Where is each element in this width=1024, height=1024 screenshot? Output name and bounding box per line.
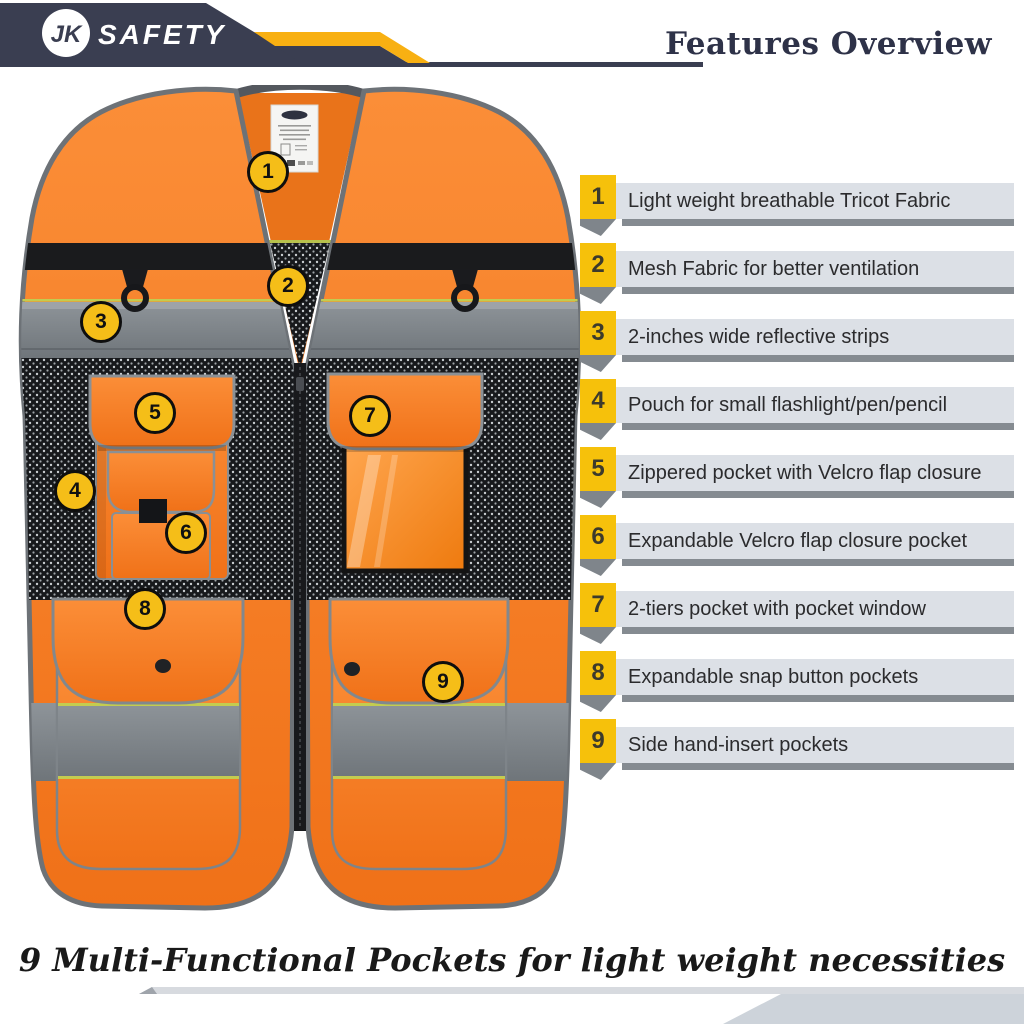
feature-number-badge: 1 (580, 175, 616, 219)
snap-button (344, 662, 360, 676)
feature-label-bar: Light weight breathable Tricot Fabric (616, 183, 1014, 219)
feature-number-badge: 4 (580, 379, 616, 423)
feature-label-bar: Side hand-insert pockets (616, 727, 1014, 763)
webbing-strip-left (21, 243, 294, 270)
ribbon-fold (580, 287, 616, 304)
band-seam (21, 348, 294, 350)
ribbon-fold (580, 627, 616, 644)
ribbon-fold (580, 219, 616, 236)
feature-number-badge: 6 (580, 515, 616, 559)
feature-row: 6 Expandable Velcro flap closure pocket (580, 515, 1014, 577)
callout-circle-7: 7 (349, 395, 391, 437)
feature-row: 3 2-inches wide reflective strips (580, 311, 1014, 373)
callout-circle-8: 8 (124, 588, 166, 630)
ribbon-fold (580, 763, 616, 780)
ribbon-shadow (622, 355, 1014, 362)
feature-number-badge: 9 (580, 719, 616, 763)
pocket-window (341, 442, 469, 574)
title-underline (0, 62, 703, 67)
ribbon-shadow (622, 763, 1014, 770)
callout-circle-6: 6 (165, 512, 207, 554)
ribbon-fold (580, 423, 616, 440)
band-highlight (21, 302, 294, 309)
footer-band (139, 987, 1024, 994)
feature-label-bar: 2-inches wide reflective strips (616, 319, 1014, 355)
ribbon-shadow (622, 423, 1014, 430)
feature-label-bar: Pouch for small flashlight/pen/pencil (616, 387, 1014, 423)
snap-button (155, 659, 171, 673)
seam-line-left (21, 299, 294, 302)
footer-ribbon (139, 987, 1024, 1024)
ribbon-shadow (622, 559, 1014, 566)
callout-circle-4: 4 (54, 470, 96, 512)
page-title: Features Overview (664, 26, 992, 62)
ribbon-fold (580, 355, 616, 372)
seam-line-right (306, 299, 579, 302)
callout-circle-1: 1 (247, 151, 289, 193)
cargo-pocket-left (51, 597, 245, 871)
feature-number-badge: 5 (580, 447, 616, 491)
feature-row: 7 2-tiers pocket with pocket window (580, 583, 1014, 645)
collar-binding (230, 85, 370, 100)
ribbon-shadow (622, 695, 1014, 702)
ribbon-fold (580, 491, 616, 508)
feature-number-badge: 3 (580, 311, 616, 355)
band-highlight (306, 302, 579, 309)
brand-logo: JK SAFETY (42, 9, 226, 57)
jk-emblem-icon (42, 9, 90, 57)
feature-number-badge: 8 (580, 651, 616, 695)
side-reflective-right (502, 703, 579, 781)
d-ring-right-icon (451, 269, 479, 312)
jk-emblem-text: JK (51, 21, 83, 48)
feature-row: 8 Expandable snap button pockets (580, 651, 1014, 713)
ribbon-fold (580, 559, 616, 576)
side-reflective-left (21, 703, 56, 781)
feature-row: 9 Side hand-insert pockets (580, 719, 1014, 781)
feature-number-badge: 7 (580, 583, 616, 627)
ribbon-shadow (622, 219, 1014, 226)
webbing-strip-right (306, 243, 579, 270)
feature-label-bar: Zippered pocket with Velcro flap closure (616, 455, 1014, 491)
ribbon-shadow (622, 491, 1014, 498)
cargo-pocket-right (328, 597, 510, 871)
callout-circle-5: 5 (134, 392, 176, 434)
footer-band-tip (139, 987, 157, 994)
chest-pocket-left (88, 374, 236, 580)
feature-label-bar: Expandable Velcro flap closure pocket (616, 523, 1014, 559)
footer-caption: 9 Multi-Functional Pockets for light wei… (18, 941, 1006, 979)
footer-wedge (723, 994, 1024, 1024)
banner-navy-taper (275, 46, 408, 63)
banner-yellow-stripe (254, 32, 430, 63)
feature-label-bar: Mesh Fabric for better ventilation (616, 251, 1014, 287)
callout-circle-2: 2 (267, 265, 309, 307)
callout-circle-9: 9 (422, 661, 464, 703)
feature-label-bar: 2-tiers pocket with pocket window (616, 591, 1014, 627)
feature-row: 1 Light weight breathable Tricot Fabric (580, 175, 1014, 237)
brand-wordmark: SAFETY (98, 19, 226, 50)
ribbon-fold (580, 695, 616, 712)
callout-circle-3: 3 (80, 301, 122, 343)
vneck-seam (268, 240, 332, 243)
feature-row: 2 Mesh Fabric for better ventilation (580, 243, 1014, 305)
feature-row: 4 Pouch for small flashlight/pen/pencil (580, 379, 1014, 441)
header-banner: JK SAFETY (0, 3, 703, 67)
d-ring-left-icon (121, 269, 149, 312)
feature-row: 5 Zippered pocket with Velcro flap closu… (580, 447, 1014, 509)
feature-label-bar: Expandable snap button pockets (616, 659, 1014, 695)
ribbon-shadow (622, 627, 1014, 634)
band-seam (306, 348, 579, 350)
ribbon-shadow (622, 287, 1014, 294)
vest-illustration (18, 85, 582, 911)
feature-number-badge: 2 (580, 243, 616, 287)
velcro-tab (139, 499, 167, 523)
vest-zipper (294, 363, 306, 831)
